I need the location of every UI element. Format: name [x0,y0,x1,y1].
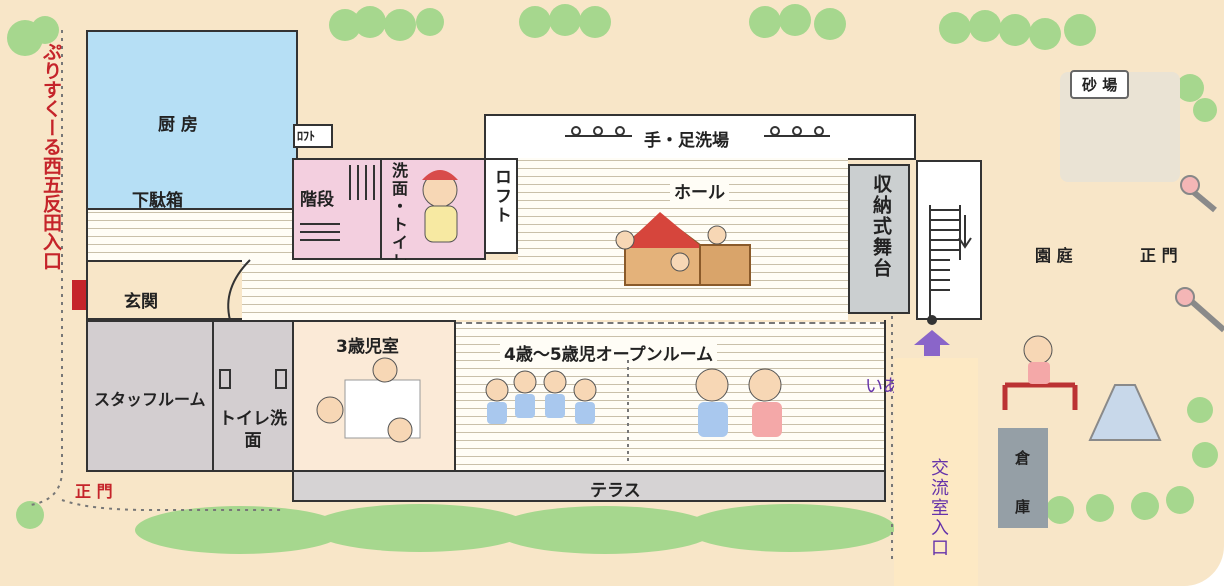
entrance-room [86,260,242,320]
entrance-label: 玄関 [124,292,158,312]
stairs-room [292,158,382,260]
terrace [292,470,886,502]
toilet-wash-room [212,320,294,472]
small-loft [293,124,333,148]
bottom-hedge [16,397,1218,554]
warehouse-label: 倉 庫 [1013,450,1031,522]
loft-label: ロフト [491,168,511,225]
garden-label: 園 庭 [1035,246,1073,265]
swing-icon [1183,182,1224,333]
staff-room [86,320,214,472]
iarefu-arrow-icon [914,330,950,356]
toilet-wash-label: トイレ洗 面 [219,409,287,451]
building-wall [884,320,886,470]
kitchen-label: 厨 房 [158,115,198,135]
kitchen-room [86,30,298,210]
plisple-entrance-label: ぷりすくーる西五反田入口 [40,42,62,270]
stairs-label: 階段 [300,190,334,210]
staff-room-label: スタッフルーム [94,390,206,409]
room-4-5yo-label: 4歳～5歳児オープンルーム [500,340,718,365]
storage-stage [848,164,910,314]
exchange-room-entrance [894,358,978,586]
hall-label: ホール [670,178,729,203]
exchange-room-entrance-label: 交流室入口 [928,458,949,558]
right-stairs [916,160,982,320]
lower-corridor [240,260,520,320]
small-loft-label: ﾛﾌﾄ [297,129,316,143]
warehouse [998,428,1048,528]
sandbox-label: 砂 場 [1070,70,1130,99]
main-gate-left-label: 正 門 [75,482,113,501]
top-trees [7,4,1217,122]
storage-stage-label: 収納式舞台 [870,174,892,279]
iron-bar-icon [1002,382,1078,410]
shoe-box-label: 下駄箱 [132,191,183,211]
main-gate-right-label: 正 門 [1140,246,1178,265]
child-icon [1023,335,1053,365]
wash-toilet-label: 洗面・トイレ [389,162,408,270]
slide-icon [1088,384,1162,441]
upper-corridor [86,210,294,260]
room-3yo-label: 3歳児室 [336,337,399,357]
loft-room [484,158,518,254]
hand-foot-wash-label: 手・足洗場 [644,131,729,151]
terrace-label: テラス [590,481,641,501]
